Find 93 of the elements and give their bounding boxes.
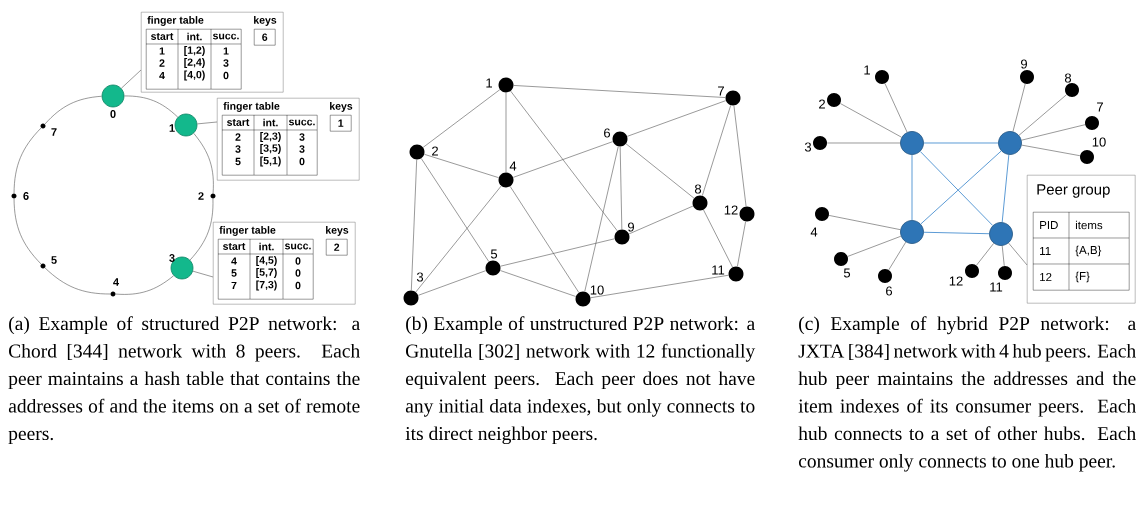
peer-label: 8: [1064, 73, 1072, 83]
peer-label: 4: [113, 278, 119, 286]
peer-label: 10: [590, 285, 604, 295]
peer-label: 1: [864, 65, 870, 75]
link-line: [500, 270, 577, 297]
link-line: [509, 186, 580, 293]
ring-arc: [193, 133, 214, 194]
key-box: 6: [254, 29, 276, 46]
peer-label: 5: [490, 249, 498, 259]
link-line: [628, 205, 694, 235]
peer-label: 2: [819, 99, 825, 109]
link-line: [625, 143, 695, 199]
link-line: [510, 90, 618, 232]
link-line: [422, 89, 501, 148]
ring-arc: [124, 95, 179, 118]
link-line: [1001, 154, 1010, 223]
peer-label: 8: [694, 184, 702, 194]
peer-label: 12: [949, 276, 963, 286]
peer-label: 6: [23, 192, 29, 200]
link-line: [1018, 94, 1067, 136]
peer-node: [900, 131, 924, 155]
ring-arc: [44, 267, 111, 295]
link-line: [884, 83, 908, 133]
link-line: [703, 209, 733, 268]
link-line: [584, 146, 619, 292]
link-line: [828, 215, 901, 230]
link-line: [923, 231, 990, 235]
peer-label: 3: [169, 254, 175, 262]
link-line: [415, 185, 502, 293]
peer-label: 4: [509, 161, 517, 171]
peer-label: 2: [432, 146, 438, 156]
link-line: [500, 238, 615, 267]
peer-label: 1: [486, 78, 492, 88]
ring-arc: [44, 95, 102, 125]
peer-label: 4: [810, 227, 818, 237]
caption: (a) Example of structured P2P network: a Chord [344] network with 8 peers. Each peer maintains a hash table that contains the addresses of and the items on a set of remote peers.: [8, 316, 360, 445]
link-line: [733, 105, 747, 207]
link-line: [923, 142, 999, 144]
peer-label: 3: [804, 142, 812, 152]
peer-label: 7: [51, 128, 57, 136]
link-line: [702, 105, 731, 196]
peer-label: 3: [416, 272, 424, 282]
peer-label: 11: [712, 265, 725, 275]
table: start int. succ. 1 [1,2) 1 2 [2,4) 3 4 [4,0) 0: [145, 28, 242, 90]
peer-label: 9: [628, 222, 634, 232]
key-box: 1: [330, 115, 352, 132]
link-line: [888, 241, 907, 271]
peer-label: 9: [1021, 59, 1027, 69]
link-line: [847, 235, 902, 257]
peer-label: 5: [51, 256, 57, 264]
peer-label: 12: [724, 205, 738, 215]
peer-label: 7: [718, 86, 724, 96]
link-line: [590, 274, 729, 299]
link-line: [911, 154, 913, 221]
ring-arc: [115, 275, 174, 295]
link-line: [1012, 83, 1026, 132]
peer-label: 11: [990, 282, 1003, 292]
link-line: [737, 221, 746, 267]
link-line: [1021, 124, 1086, 141]
peer-label: 7: [1097, 102, 1103, 112]
table: start int. succ. 4 [4,5) 0 5 [5,7) 0 7 [7,3) 0: [217, 238, 314, 300]
link-line: [840, 103, 902, 138]
peer-node: [998, 131, 1022, 155]
peer-node: [989, 222, 1013, 246]
ring-arc: [189, 198, 214, 261]
link-line: [976, 243, 994, 266]
peer-label: 0: [110, 110, 116, 118]
link-line: [505, 92, 507, 173]
table: start int. succ. 2 [2,3) 3 3 [3,5) 3 5 [5,1) 0: [221, 114, 318, 176]
link-line: [1021, 144, 1081, 156]
link-line: [513, 85, 726, 98]
key-box: 2: [326, 239, 348, 256]
link-line: [826, 142, 901, 144]
table: PID items 11 {A,B} 12 {F}: [1032, 211, 1130, 291]
link-line: [512, 141, 614, 178]
link-line: [411, 159, 417, 291]
link-line: [420, 158, 490, 262]
peer-label: 1: [169, 124, 175, 132]
caption: (c) Example of hybrid P2P network: a JXTA [384] network with 4 hub peers. Each hub peer maintains the addresses and the item indexes of its consumer peers. Each hub connects to a set of other hubs. Each consumer only connects to one hub peer.: [798, 316, 1136, 472]
peer-label: 2: [198, 192, 204, 200]
peer-label: 10: [1092, 137, 1106, 147]
peer-label: 6: [604, 128, 611, 138]
ring-arc: [13, 127, 42, 194]
link-line: [1001, 245, 1005, 267]
link-line: [619, 146, 623, 230]
caption: (b) Example of unstructured P2P network: a Gnutella [302] network with 12 functionally equivalent peers. Each peer does not have any initial data indexes, but only connects to its direct neighbor peers.: [405, 316, 756, 445]
peer-node: [900, 220, 924, 244]
ring-arc: [13, 198, 42, 265]
link-line: [424, 154, 499, 178]
link-line: [417, 270, 487, 296]
link-line: [626, 100, 727, 137]
peer-label: 6: [886, 286, 893, 296]
peer-label: 5: [843, 268, 851, 278]
